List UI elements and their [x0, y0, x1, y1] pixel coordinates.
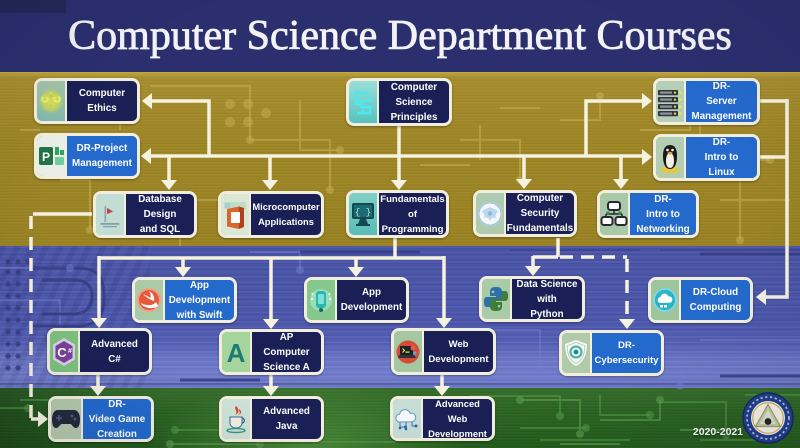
- svg-text:C: C: [57, 345, 67, 360]
- svg-text:#: #: [68, 348, 72, 355]
- svg-text:P: P: [42, 150, 50, 164]
- svg-text:{ }: { }: [355, 208, 371, 218]
- svg-text:A: A: [227, 338, 246, 367]
